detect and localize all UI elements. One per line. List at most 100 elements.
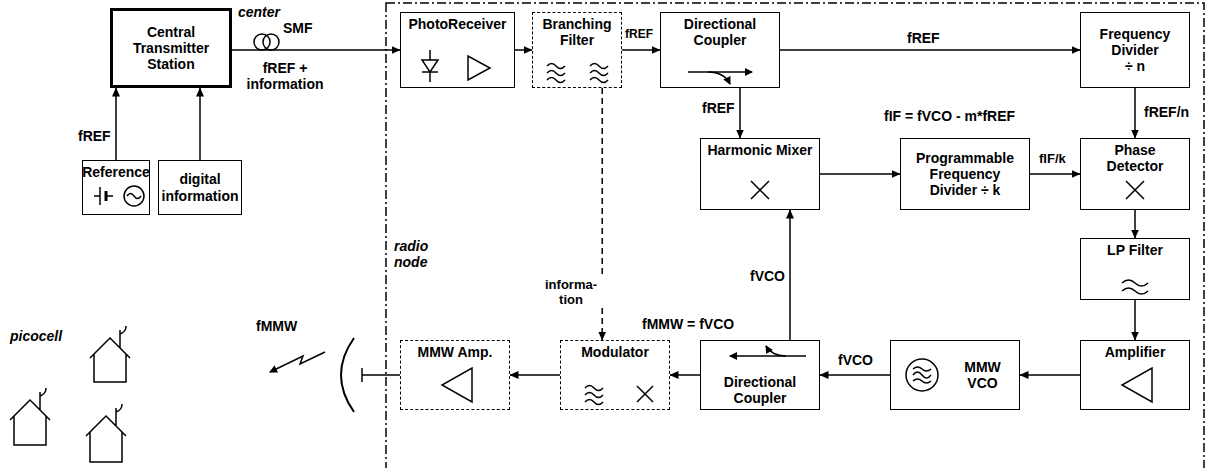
signal-connector	[622, 49, 660, 51]
box-label: Directional Coupler	[666, 16, 774, 48]
box-content: Phase Detector	[1081, 139, 1189, 209]
box-label: Phase Detector	[1086, 142, 1184, 174]
signal-label: fVCO	[836, 352, 875, 368]
house	[10, 388, 50, 445]
amplifier-symbol	[1122, 368, 1152, 402]
annotation-label: SMF	[281, 20, 315, 36]
filter-symbol	[585, 386, 603, 405]
signal-connector	[739, 88, 741, 138]
block-box: Harmonic Mixer	[700, 138, 820, 210]
signal-connector	[820, 374, 890, 376]
block-box: Phase Detector	[1080, 138, 1190, 210]
box-label: Central Transmitter Station	[118, 24, 224, 72]
box-content: Programmable Frequency Divider ÷ k	[901, 139, 1029, 209]
box-content: PhotoReceiver	[401, 13, 514, 87]
block-box: Reference	[82, 160, 150, 215]
amplifier-symbol	[468, 56, 490, 80]
box-content: Modulator	[561, 341, 669, 409]
signal-label: fREF + information	[238, 60, 332, 92]
block-box: Modulator	[560, 340, 670, 410]
block-box: MMW Amp.	[400, 340, 510, 410]
reference-symbol	[94, 186, 144, 206]
block-box: digital information	[158, 160, 242, 215]
box-label: MMW VCO	[951, 359, 1014, 391]
block-box: Programmable Frequency Divider ÷ k	[900, 138, 1030, 210]
box-label: Directional Coupler	[706, 374, 814, 406]
signal-label: fREF/n	[1142, 104, 1191, 120]
box-label: Branching Filter	[538, 16, 616, 48]
coupler-symbol	[688, 72, 752, 84]
box-label: digital information	[162, 171, 239, 203]
box-label: Amplifier	[1105, 344, 1166, 360]
box-label: Reference	[82, 164, 150, 180]
signal-label: fREF	[905, 30, 942, 46]
box-content: MMW Amp.	[401, 341, 509, 409]
annotation-label: fMMW	[254, 318, 299, 334]
signal-label: fIF/k	[1037, 152, 1068, 167]
box-content: Harmonic Mixer	[701, 139, 819, 209]
signal-connector	[1134, 88, 1136, 138]
box-label: Frequency Divider	[1086, 26, 1184, 58]
photodiode-symbol	[422, 50, 438, 82]
house	[90, 326, 130, 382]
annotation-label: fMMW = fVCO	[640, 316, 736, 332]
signal-connector	[1134, 210, 1136, 238]
box-label: Harmonic Mixer	[707, 142, 812, 158]
lowpass-symbol	[1122, 280, 1148, 294]
box-content: Reference	[83, 161, 149, 214]
block-box: Directional Coupler	[660, 12, 780, 88]
dish-antenna	[341, 338, 362, 412]
signal-connector	[515, 49, 532, 51]
phase-detector-symbol	[1126, 181, 1144, 199]
annotation-label: center	[236, 4, 282, 20]
signal-connector	[232, 49, 400, 51]
box-label: Modulator	[581, 344, 649, 360]
signal-label: fREF	[623, 28, 655, 42]
box-content: Branching Filter	[533, 13, 621, 87]
signal-connector	[1020, 374, 1080, 376]
block-box: Amplifier	[1080, 340, 1190, 410]
amplifier-symbol	[442, 368, 472, 402]
box-content: LP Filter	[1081, 239, 1189, 299]
block-box: Central Transmitter Station	[110, 8, 232, 88]
box-content: MMW VCO	[891, 341, 1019, 409]
block-box: MMW VCO	[890, 340, 1020, 410]
feed-line	[362, 374, 400, 376]
box-label: ÷ n	[1125, 58, 1145, 74]
block-box: Frequency Divider÷ n	[1080, 12, 1190, 88]
radio-node-boundary	[386, 3, 1204, 468]
vco-symbol	[906, 359, 938, 391]
signal-connector	[789, 210, 791, 340]
radio-link	[270, 352, 325, 372]
signal-label: fIF = fVCO - m*fREF	[882, 108, 1017, 124]
box-content: Amplifier	[1081, 341, 1189, 409]
mixer-symbol	[751, 181, 769, 199]
box-content: digital information	[159, 161, 241, 214]
signal-label: fREF	[76, 128, 113, 144]
box-content: Directional Coupler	[701, 341, 819, 409]
signal-label: fVCO	[748, 268, 787, 284]
signal-label: informa- tion	[538, 278, 604, 308]
block-box: PhotoReceiver	[400, 12, 515, 88]
filter-symbol	[547, 64, 565, 83]
signal-connector	[820, 173, 900, 175]
box-label: MMW Amp.	[418, 344, 493, 360]
annotation-label: picocell	[8, 328, 64, 344]
signal-connector	[1030, 173, 1080, 175]
signal-connector	[199, 88, 201, 160]
annotation-label: radio node	[392, 238, 446, 270]
block-box: Directional Coupler	[700, 340, 820, 410]
coupler-symbol	[730, 346, 806, 356]
filter-symbol	[590, 64, 608, 83]
box-label: PhotoReceiver	[408, 16, 506, 32]
mixer-symbol	[637, 386, 653, 402]
box-label: Programmable Frequency Divider ÷ k	[906, 150, 1024, 198]
box-content: Frequency Divider÷ n	[1081, 13, 1189, 87]
signal-connector	[670, 374, 700, 376]
box-content: Central Transmitter Station	[113, 11, 229, 85]
signal-connector	[115, 88, 117, 160]
box-label: LP Filter	[1107, 242, 1163, 258]
fiber-coil	[254, 34, 279, 50]
box-content: Directional Coupler	[661, 13, 779, 87]
